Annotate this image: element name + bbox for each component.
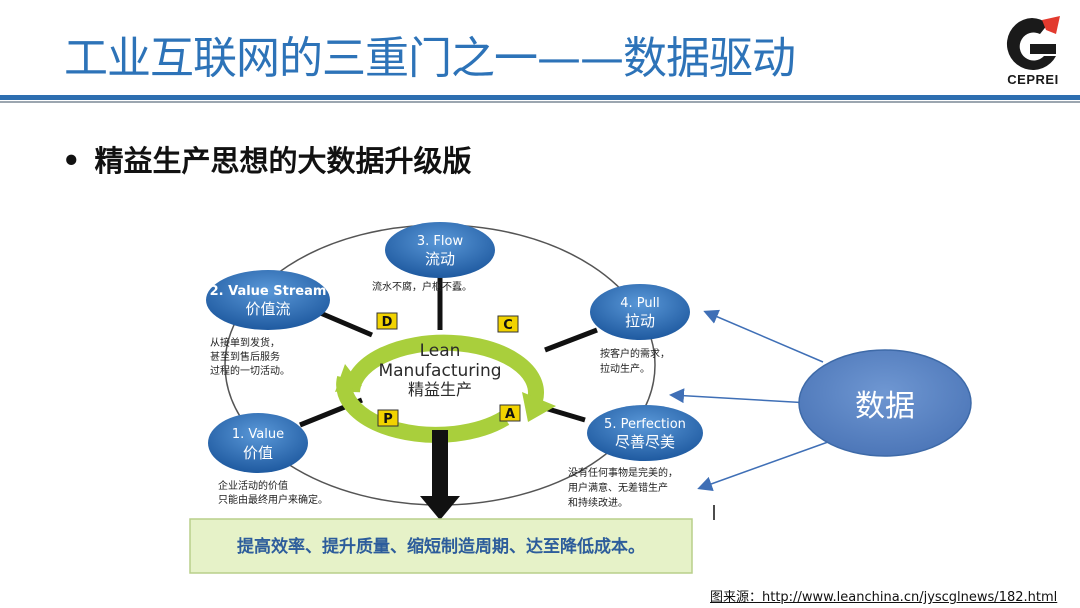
pdca-a: A	[505, 407, 515, 422]
logo-mark-icon	[1006, 16, 1060, 70]
pdca-letters: D C P A	[376, 312, 521, 427]
node-value-stream-desc-3: 过程的一切活动。	[210, 364, 290, 377]
node-pull: 4. Pull 拉动 按客户的需求， 拉动生产。	[590, 284, 690, 375]
node-value-desc-1: 企业活动的价值	[218, 479, 288, 492]
spoke-pull	[544, 327, 598, 353]
result-box: 提高效率、提升质量、缩短制造周期、达至降低成本。	[189, 518, 693, 574]
image-source-caption: 图来源：http://www.leanchina.cn/jyscglnews/1…	[710, 590, 1058, 605]
node-flow-cn: 流动	[425, 250, 455, 268]
node-perfection-desc-2: 用户满意、无差错生产	[568, 481, 668, 494]
data-bubble: 数据	[669, 309, 972, 491]
node-value: 1. Value 价值 企业活动的价值 只能由最终用户来确定。	[208, 413, 328, 506]
node-value-desc-2: 只能由最终用户来确定。	[218, 493, 328, 506]
pdca-arrowhead-left-icon	[335, 364, 362, 392]
center-label: Lean Manufacturing 精益生产	[378, 341, 501, 399]
node-value-stream-desc-1: 从接单到发货，	[210, 336, 280, 349]
node-pull-desc-2: 拉动生产。	[600, 362, 650, 375]
pdca-c: C	[503, 318, 513, 333]
pdca-d: D	[382, 315, 393, 330]
pdca-p: P	[383, 412, 393, 427]
data-arrow-ring	[669, 388, 811, 404]
data-arrow-pull	[703, 309, 824, 363]
node-value-cn: 价值	[243, 444, 273, 462]
node-value-stream: 2. Value Stream 价值流 从接单到发货， 甚至到售后服务 过程的一…	[206, 270, 330, 377]
node-perfection-desc-3: 和持续改进。	[568, 496, 628, 509]
node-perfection-cn: 尽善尽美	[615, 433, 675, 451]
node-value-stream-cn: 价值流	[245, 300, 290, 318]
node-value-stream-en: 2. Value Stream	[210, 284, 327, 299]
spoke-value-stream	[317, 309, 373, 338]
node-pull-en: 4. Pull	[620, 296, 660, 311]
data-bubble-label: 数据	[855, 389, 915, 424]
pdca-ring	[344, 334, 544, 403]
slide-title: 工业互联网的三重门之一——数据驱动	[64, 33, 796, 84]
bullet-point: • 精益生产思想的大数据升级版	[62, 138, 472, 180]
header-rule-shadow	[0, 101, 1080, 103]
center-line-1: Lean	[420, 341, 461, 361]
pdca-ring-lower	[336, 376, 510, 443]
logo-text: CEPREI	[1007, 72, 1059, 87]
pdca-arrowhead-icon	[522, 392, 556, 422]
node-pull-cn: 拉动	[625, 312, 655, 330]
node-pull-desc-1: 按客户的需求，	[600, 347, 670, 360]
result-text: 提高效率、提升质量、缩短制造周期、达至降低成本。	[237, 536, 645, 557]
bullet-marker: •	[62, 144, 81, 178]
data-arrow-perfection	[697, 441, 829, 491]
node-value-en: 1. Value	[232, 427, 284, 442]
bullet-text: 精益生产思想的大数据升级版	[94, 144, 472, 178]
node-perfection: 5. Perfection 尽善尽美 没有任何事物是完美的， 用户满意、无差错生…	[568, 405, 703, 509]
node-flow-en: 3. Flow	[417, 234, 464, 249]
center-line-3: 精益生产	[408, 380, 472, 399]
node-perfection-desc-1: 没有任何事物是完美的，	[568, 466, 678, 479]
header-rule	[0, 95, 1080, 100]
node-flow-desc: 流水不腐，户枢不蠹。	[372, 280, 472, 293]
down-arrow-icon	[420, 430, 460, 520]
center-line-2: Manufacturing	[378, 361, 501, 381]
node-perfection-en: 5. Perfection	[604, 417, 686, 432]
node-flow: 3. Flow 流动 流水不腐，户枢不蠹。	[372, 222, 495, 293]
node-value-stream-desc-2: 甚至到售后服务	[210, 350, 280, 363]
